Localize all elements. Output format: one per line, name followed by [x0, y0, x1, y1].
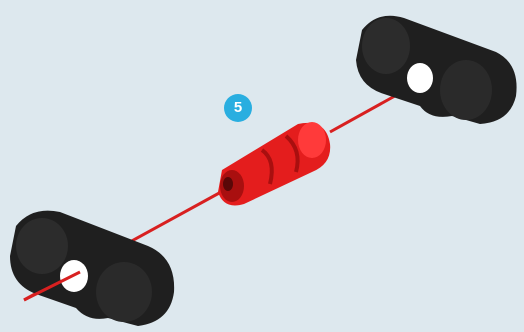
black-beam-lower [10, 211, 174, 326]
black-beam-upper [356, 16, 517, 124]
red-connector-pin [218, 122, 330, 206]
step-number-badge: 5 [224, 94, 252, 122]
beam-hole-upper [407, 63, 433, 93]
